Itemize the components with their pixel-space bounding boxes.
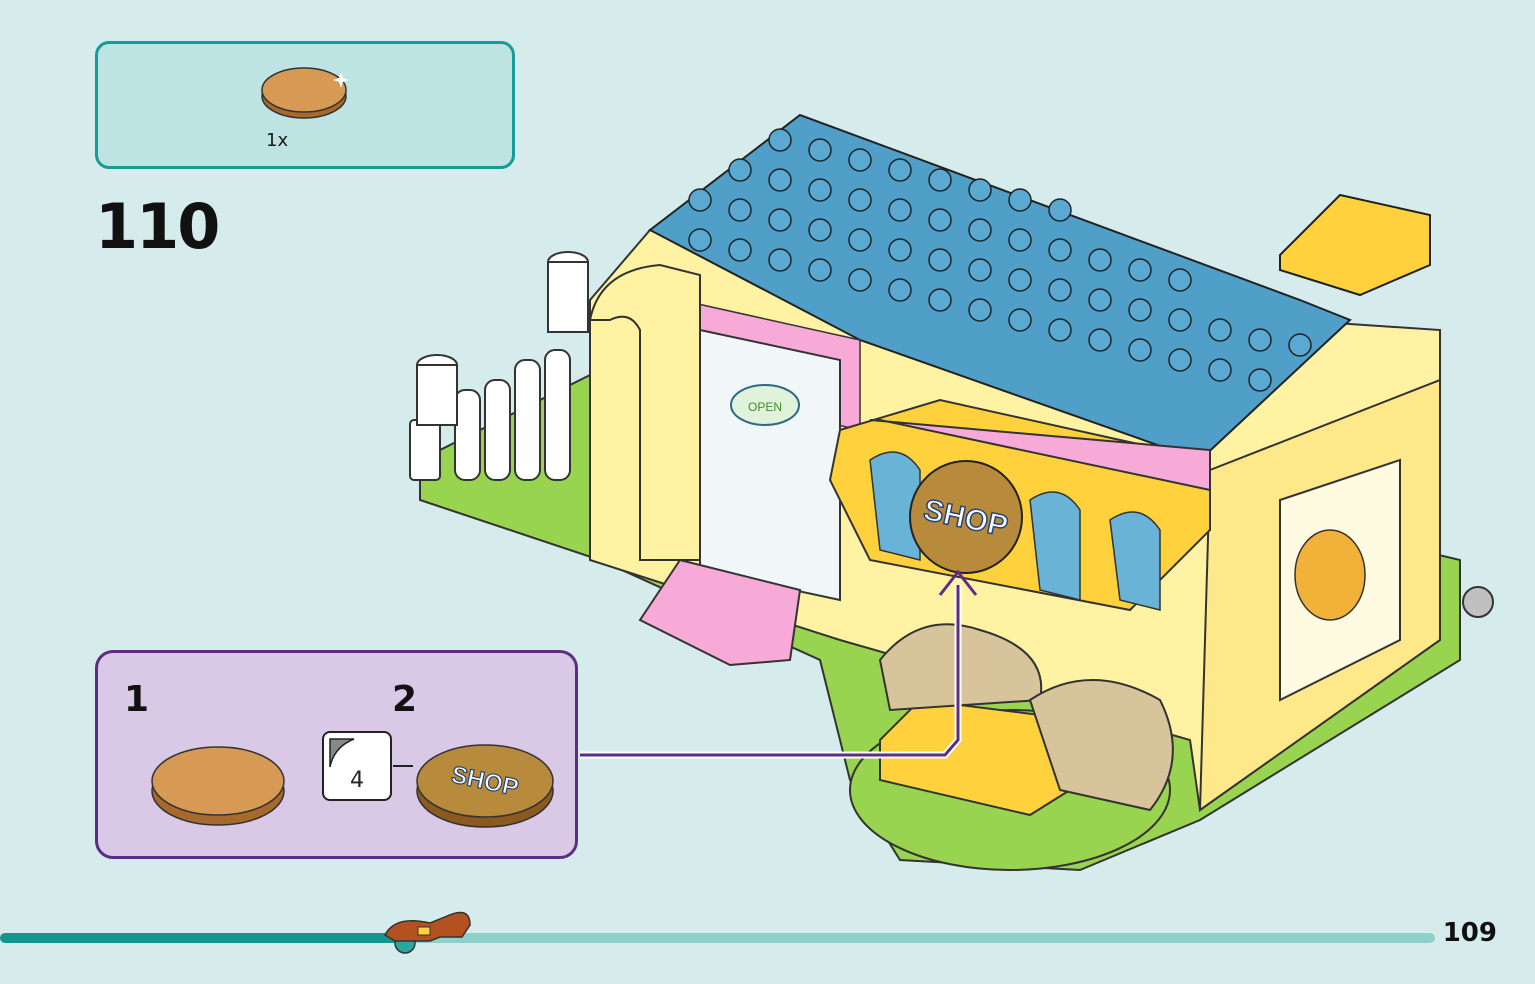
part-quantity: 1x bbox=[266, 130, 289, 151]
sticker-sheet-icon: 4 bbox=[322, 731, 392, 801]
substep-2-label: 2 bbox=[392, 679, 418, 720]
parts-list-box: 1x bbox=[95, 41, 515, 169]
shop-sign-installed: SHOP bbox=[909, 460, 1023, 574]
step-number: 110 bbox=[95, 190, 220, 263]
round-tile-part-image bbox=[261, 67, 349, 119]
page-number: 109 bbox=[1442, 918, 1497, 948]
sticker-peel-icon bbox=[329, 738, 355, 768]
progress-bar bbox=[0, 911, 1435, 954]
dog-mascot-icon bbox=[384, 911, 471, 954]
open-sign: OPEN bbox=[730, 384, 800, 426]
connector-line bbox=[393, 765, 413, 767]
substep-callout: 1 2 4 SHOP bbox=[95, 650, 578, 859]
sticker-sheet-number: 4 bbox=[350, 768, 364, 793]
substep-1-label: 1 bbox=[124, 679, 150, 720]
open-sign-text: OPEN bbox=[748, 400, 782, 414]
shop-sticker-tile: SHOP bbox=[416, 744, 554, 828]
plain-round-tile bbox=[151, 746, 285, 826]
